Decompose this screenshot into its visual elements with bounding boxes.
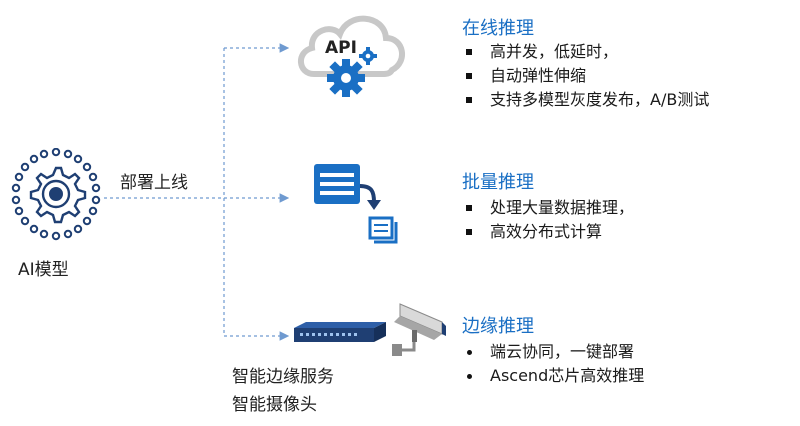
edge-inference-list: 端云协同，一键部署 Ascend芯片高效推理 <box>462 340 644 388</box>
ai-model-gear-icon <box>11 148 101 241</box>
list-item: 高效分布式计算 <box>462 220 634 244</box>
edge-inference-heading: 边缘推理 <box>462 316 534 337</box>
list-item: 支持多模型灰度发布，A/B测试 <box>462 88 709 112</box>
batch-inference-heading: 批量推理 <box>462 172 534 193</box>
ai-model-caption: AI模型 <box>18 260 69 280</box>
deploy-label: 部署上线 <box>120 173 188 193</box>
smart-camera-caption: 智能摄像头 <box>232 395 317 415</box>
online-inference-heading: 在线推理 <box>462 18 534 39</box>
list-item: 自动弹性伸缩 <box>462 64 709 88</box>
list-item: 端云协同，一键部署 <box>462 340 644 364</box>
list-item: Ascend芯片高效推理 <box>462 364 644 388</box>
list-item: 高并发，低延时， <box>462 40 709 64</box>
batch-inference-list: 处理大量数据推理， 高效分布式计算 <box>462 196 634 244</box>
edge-server-icon <box>294 322 386 342</box>
batch-document-icon <box>314 164 398 244</box>
edge-service-caption: 智能边缘服务 <box>232 367 334 387</box>
online-inference-list: 高并发，低延时， 自动弹性伸缩 支持多模型灰度发布，A/B测试 <box>462 40 709 112</box>
list-item: 处理大量数据推理， <box>462 196 634 220</box>
api-icon-text: API <box>325 38 357 58</box>
camera-icon <box>392 303 446 356</box>
cloud-api-icon: API <box>298 15 405 97</box>
